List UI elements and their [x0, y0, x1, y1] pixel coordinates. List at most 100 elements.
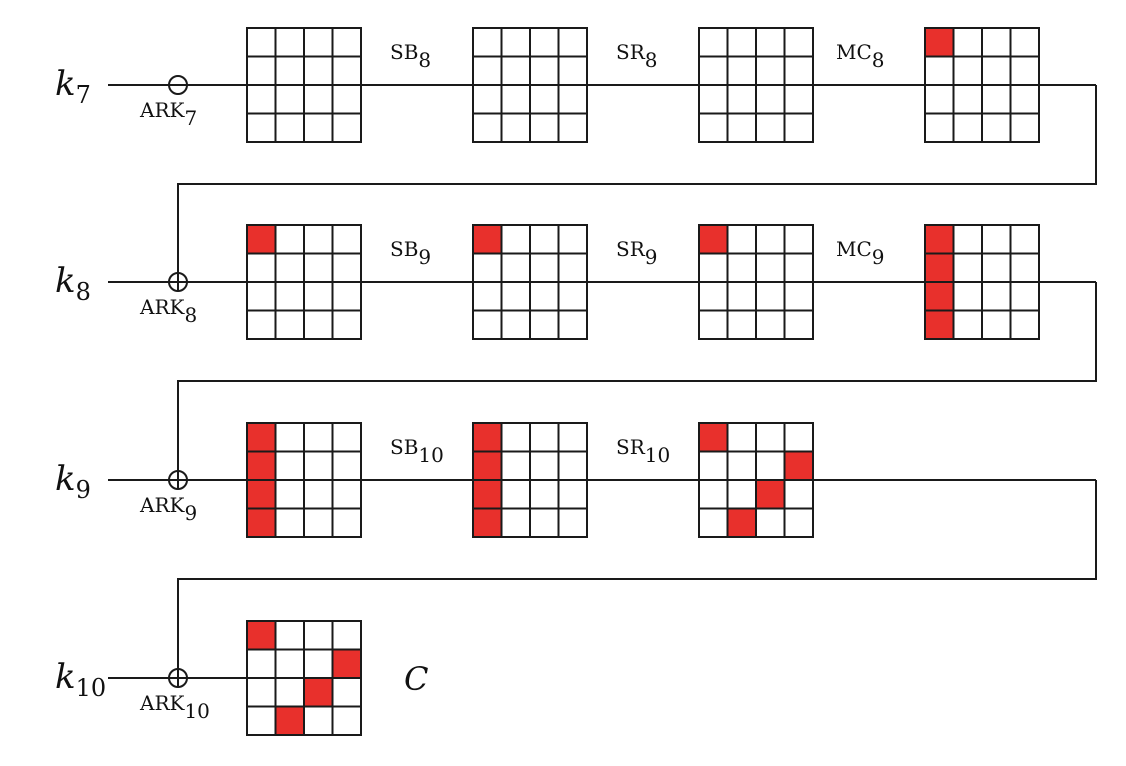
byte-cell: [952, 55, 983, 86]
byte-cell: [726, 479, 757, 510]
active-byte-cell: [472, 507, 503, 538]
state-grid-r2-s0: [246, 422, 362, 538]
byte-cell: [303, 450, 334, 481]
byte-cell: [529, 479, 560, 510]
byte-cell: [500, 281, 531, 312]
active-byte-cell: [274, 705, 305, 736]
byte-cell: [274, 507, 305, 538]
byte-cell: [331, 620, 362, 651]
byte-cell: [246, 281, 277, 312]
byte-cell: [529, 281, 560, 312]
byte-cell: [303, 55, 334, 86]
byte-cell: [726, 112, 757, 143]
byte-cell: [274, 620, 305, 651]
state-grid-r0-s1: [472, 27, 588, 143]
byte-cell: [500, 507, 531, 538]
key-label-8-base: k: [55, 261, 76, 301]
byte-cell: [472, 112, 503, 143]
ark-label-7-sub: 7: [184, 106, 197, 130]
op-label-r0-s0-sub: 8: [418, 48, 431, 72]
byte-cell: [303, 479, 334, 510]
byte-cell: [557, 84, 588, 115]
byte-cell: [529, 84, 560, 115]
op-label-r2-s0: SB10: [390, 435, 444, 467]
state-grid-r1-s1: [472, 224, 588, 340]
byte-cell: [952, 281, 983, 312]
op-label-r1-s2: MC9: [836, 237, 885, 269]
state-grid-r0-s2: [698, 27, 814, 143]
byte-cell: [557, 479, 588, 510]
byte-cell: [783, 281, 814, 312]
ark-label-7: ARK7: [139, 98, 197, 130]
op-label-r1-s2-sub: 9: [872, 245, 885, 269]
ark-label-9: ARK9: [139, 493, 197, 525]
byte-cell: [698, 507, 729, 538]
byte-cell: [246, 648, 277, 679]
byte-cell: [331, 84, 362, 115]
byte-cell: [274, 55, 305, 86]
byte-cell: [472, 27, 503, 58]
byte-cell: [472, 252, 503, 283]
byte-cell: [1009, 55, 1040, 86]
byte-cell: [698, 84, 729, 115]
round-0-feed-wire: [177, 85, 1097, 273]
key-label-9-base: k: [55, 459, 76, 499]
byte-cell: [783, 507, 814, 538]
op-label-r0-s2-sub: 8: [872, 48, 885, 72]
round-2-feed-wire: [177, 480, 1097, 669]
byte-cell: [274, 112, 305, 143]
op-label-r2-s1-sub: 10: [645, 443, 670, 467]
byte-cell: [698, 27, 729, 58]
key-label-7: k7: [55, 64, 91, 109]
byte-cell: [981, 281, 1012, 312]
byte-cell: [952, 27, 983, 58]
op-label-r0-s1: SR8: [616, 40, 658, 72]
byte-cell: [331, 112, 362, 143]
byte-cell: [924, 84, 955, 115]
key-label-7-sub: 7: [76, 81, 91, 109]
byte-cell: [529, 450, 560, 481]
ark-label-8-sub: 8: [184, 303, 197, 327]
byte-cell: [274, 479, 305, 510]
byte-cell: [500, 309, 531, 340]
active-byte-cell: [698, 422, 729, 453]
byte-cell: [755, 281, 786, 312]
op-label-r1-s0: SB9: [390, 237, 431, 269]
byte-cell: [274, 27, 305, 58]
byte-cell: [331, 224, 362, 255]
ark-node-7: [168, 75, 188, 95]
ark-label-10: ARK10: [139, 691, 210, 723]
op-label-r0-s1-sub: 8: [645, 48, 658, 72]
op-label-r1-s1-base: SR: [616, 237, 646, 261]
byte-cell: [472, 55, 503, 86]
byte-cell: [274, 224, 305, 255]
byte-cell: [783, 479, 814, 510]
active-byte-cell: [331, 648, 362, 679]
byte-cell: [783, 309, 814, 340]
byte-cell: [274, 281, 305, 312]
byte-cell: [557, 224, 588, 255]
byte-cell: [783, 27, 814, 58]
byte-cell: [331, 309, 362, 340]
active-byte-cell: [246, 450, 277, 481]
active-byte-cell: [246, 507, 277, 538]
byte-cell: [529, 55, 560, 86]
byte-cell: [500, 422, 531, 453]
byte-cell: [303, 112, 334, 143]
byte-cell: [274, 450, 305, 481]
byte-cell: [303, 705, 334, 736]
byte-cell: [557, 507, 588, 538]
byte-cell: [726, 281, 757, 312]
active-byte-cell: [472, 422, 503, 453]
state-grid-r0-s0: [246, 27, 362, 143]
byte-cell: [472, 84, 503, 115]
byte-cell: [500, 27, 531, 58]
byte-cell: [726, 252, 757, 283]
active-byte-cell: [783, 450, 814, 481]
xor-layer: [168, 75, 188, 688]
byte-cell: [331, 422, 362, 453]
byte-cell: [952, 309, 983, 340]
byte-cell: [246, 84, 277, 115]
byte-cell: [557, 450, 588, 481]
